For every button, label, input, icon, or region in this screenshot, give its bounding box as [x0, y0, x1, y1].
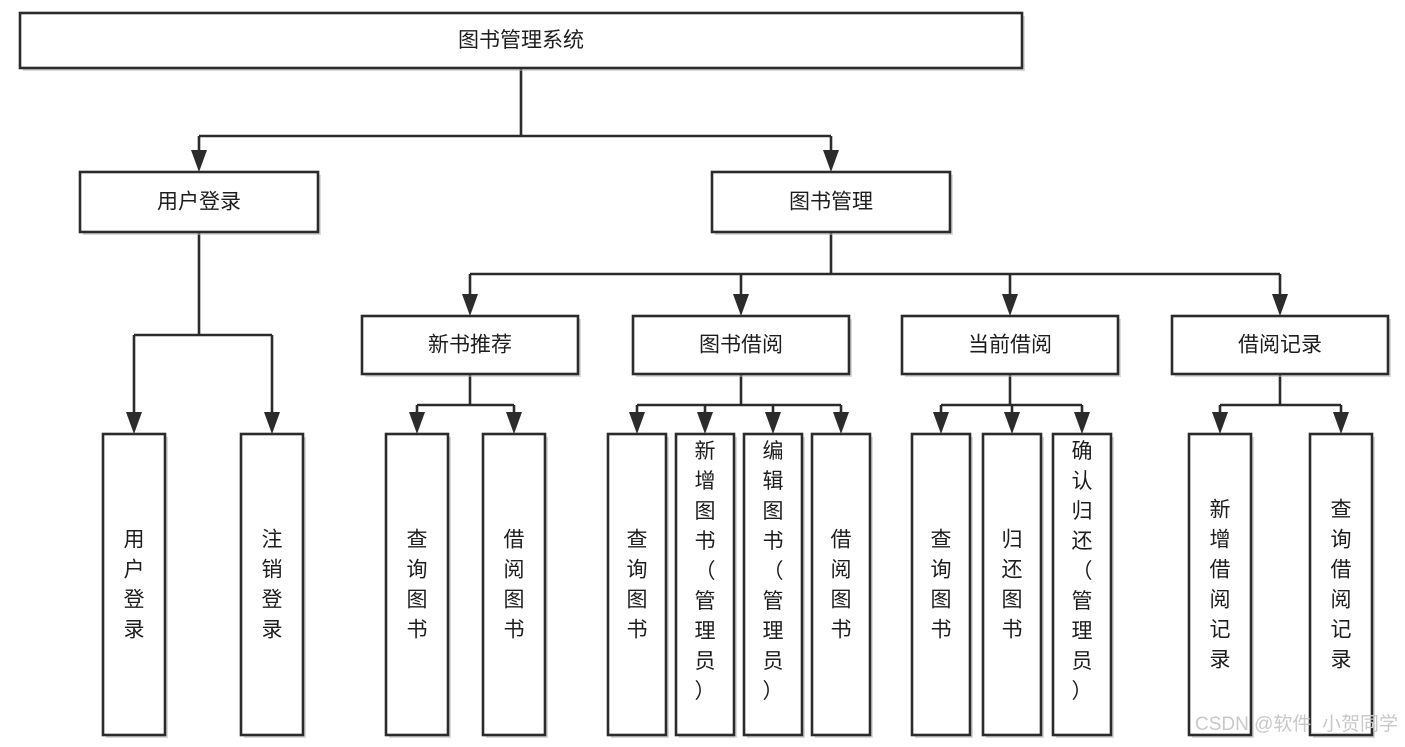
- node-user-login[interactable]: 用户登录: [78, 170, 321, 235]
- node-label: 图书管理: [789, 191, 873, 214]
- arrowhead-icon: [765, 412, 781, 434]
- node-label: 查询图书: [407, 529, 428, 642]
- node-book-borrow[interactable]: 图书借阅: [631, 314, 852, 377]
- arrowhead-icon: [823, 150, 839, 172]
- node-root[interactable]: 图书管理系统: [18, 11, 1025, 71]
- node-label: 编辑图书（管理员）: [763, 440, 784, 703]
- node-leaf-borrow-book-rec[interactable]: 借阅图书: [481, 432, 548, 738]
- node-box[interactable]: [101, 432, 167, 737]
- node-label: 图书借阅: [699, 334, 783, 357]
- node-label: 当前借阅: [968, 334, 1052, 357]
- node-label: 查询图书: [627, 529, 648, 642]
- node-book-manage[interactable]: 图书管理: [710, 170, 953, 235]
- node-label: 查询图书: [931, 529, 952, 642]
- arrowhead-icon: [1004, 412, 1020, 434]
- node-box[interactable]: [674, 432, 736, 737]
- arrowhead-icon: [833, 412, 849, 434]
- node-box[interactable]: [481, 432, 547, 737]
- node-box[interactable]: [78, 170, 320, 234]
- node-leaf-return-book[interactable]: 归还图书: [981, 432, 1044, 738]
- connector-borrow-record: [1212, 374, 1349, 434]
- connector-user-login: [126, 232, 280, 434]
- node-label: 借阅图书: [504, 529, 525, 642]
- arrowhead-icon: [264, 412, 280, 434]
- node-box[interactable]: [710, 170, 952, 234]
- node-box[interactable]: [1187, 432, 1253, 737]
- node-label: 用户登录: [157, 191, 241, 214]
- node-current-borrow[interactable]: 当前借阅: [900, 314, 1121, 377]
- node-box[interactable]: [1051, 432, 1113, 737]
- node-layer: 图书管理系统用户登录图书管理新书推荐图书借阅当前借阅借阅记录用户登录注销登录查询…: [18, 11, 1391, 738]
- node-box[interactable]: [1308, 432, 1374, 737]
- node-box[interactable]: [18, 11, 1024, 70]
- connector-new-book-rec: [409, 374, 522, 434]
- connector-book-manage: [462, 232, 1288, 316]
- arrowhead-icon: [1074, 412, 1090, 434]
- connector-layer: [126, 68, 1349, 434]
- arrowhead-icon: [1212, 412, 1228, 434]
- csdn-watermark: CSDN @软件_小贺同学: [1195, 713, 1398, 735]
- node-box[interactable]: [606, 432, 668, 737]
- node-leaf-borrow-book[interactable]: 借阅图书: [810, 432, 873, 738]
- node-label: 确认归还（管理员）: [1072, 440, 1093, 703]
- node-leaf-confirm-return[interactable]: 确认归还（管理员）: [1051, 432, 1114, 738]
- node-label: 新增借阅记录: [1210, 499, 1231, 672]
- node-leaf-add-record[interactable]: 新增借阅记录: [1187, 432, 1254, 738]
- node-leaf-user-login[interactable]: 用户登录: [101, 432, 168, 738]
- node-box[interactable]: [1170, 314, 1390, 376]
- node-borrow-record[interactable]: 借阅记录: [1170, 314, 1391, 377]
- node-box[interactable]: [742, 432, 804, 737]
- node-box[interactable]: [360, 314, 580, 376]
- node-leaf-logout[interactable]: 注销登录: [239, 432, 306, 738]
- node-label: 归还图书: [1002, 529, 1023, 642]
- node-box[interactable]: [384, 432, 450, 737]
- node-label: 查询借阅记录: [1331, 499, 1352, 672]
- node-box[interactable]: [900, 314, 1120, 376]
- node-label: 借阅图书: [831, 529, 852, 642]
- arrowhead-icon: [462, 294, 478, 316]
- node-box[interactable]: [631, 314, 851, 376]
- connector-current-borrow: [933, 374, 1090, 434]
- arrowhead-icon: [1002, 294, 1018, 316]
- node-box[interactable]: [981, 432, 1043, 737]
- arrowhead-icon: [1272, 294, 1288, 316]
- arrowhead-icon: [733, 294, 749, 316]
- arrowhead-icon: [629, 412, 645, 434]
- arrowhead-icon: [506, 412, 522, 434]
- arrowhead-icon: [933, 412, 949, 434]
- node-box[interactable]: [810, 432, 872, 737]
- arrowhead-icon: [126, 412, 142, 434]
- node-label: 借阅记录: [1238, 334, 1322, 357]
- node-label: 新书推荐: [428, 334, 512, 357]
- node-label: 新增图书（管理员）: [695, 440, 716, 703]
- node-label: 用户登录: [124, 529, 145, 642]
- arrowhead-icon: [191, 150, 207, 172]
- arrowhead-icon: [409, 412, 425, 434]
- connector-root: [191, 68, 839, 172]
- node-label: 图书管理系统: [458, 29, 584, 52]
- node-box[interactable]: [239, 432, 305, 737]
- node-leaf-query-book-cur[interactable]: 查询图书: [910, 432, 973, 738]
- connector-book-borrow: [629, 374, 849, 434]
- node-leaf-query-book-rec[interactable]: 查询图书: [384, 432, 451, 738]
- node-leaf-query-record[interactable]: 查询借阅记录: [1308, 432, 1375, 738]
- arrowhead-icon: [697, 412, 713, 434]
- node-leaf-add-book[interactable]: 新增图书（管理员）: [674, 432, 737, 738]
- node-leaf-query-book[interactable]: 查询图书: [606, 432, 669, 738]
- node-new-book-rec[interactable]: 新书推荐: [360, 314, 581, 377]
- node-box[interactable]: [910, 432, 972, 737]
- node-label: 注销登录: [262, 529, 283, 642]
- node-leaf-edit-book[interactable]: 编辑图书（管理员）: [742, 432, 805, 738]
- arrowhead-icon: [1333, 412, 1349, 434]
